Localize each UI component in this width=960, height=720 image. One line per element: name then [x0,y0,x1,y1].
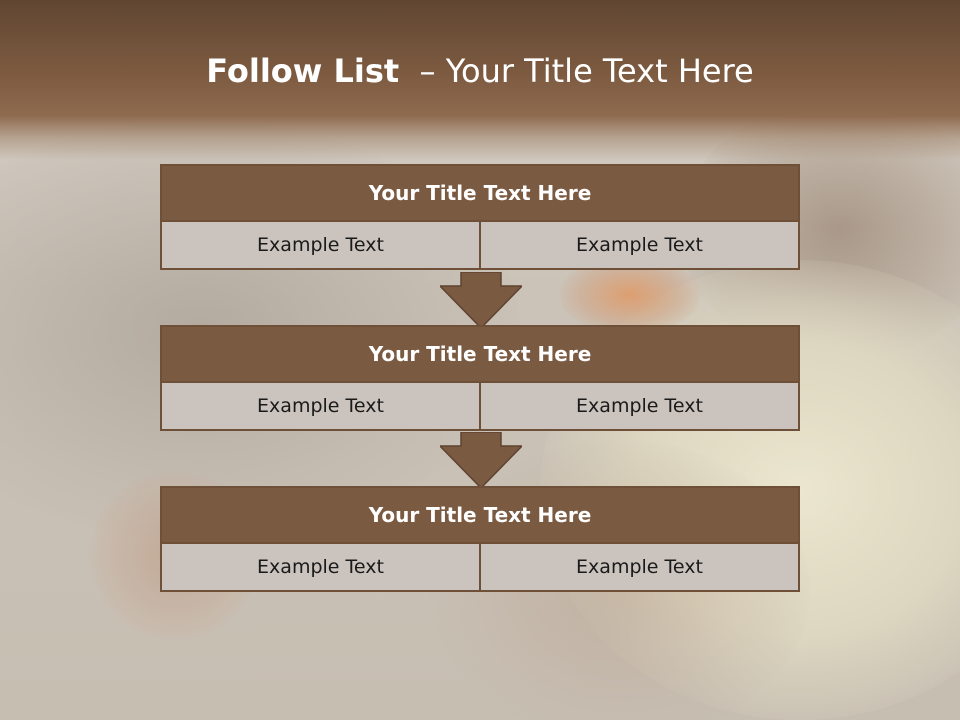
step-title: Your Title Text Here [162,327,798,383]
down-arrow-icon [440,272,522,328]
step-cell-right: Example Text [479,383,798,429]
step-cell-right: Example Text [479,544,798,590]
step-title: Your Title Text Here [162,488,798,544]
header-band [0,0,960,160]
step-title: Your Title Text Here [162,166,798,222]
step-cell-left: Example Text [162,222,479,268]
step-cell-left: Example Text [162,383,479,429]
step-block-1: Your Title Text Here Example Text Exampl… [160,164,800,270]
slide-title-bold: Follow List [206,52,400,90]
step-block-3: Your Title Text Here Example Text Exampl… [160,486,800,592]
down-arrow-icon [440,432,522,488]
step-block-2: Your Title Text Here Example Text Exampl… [160,325,800,431]
step-cell-right: Example Text [479,222,798,268]
slide-title-rest: – Your Title Text Here [399,52,754,90]
step-cell-left: Example Text [162,544,479,590]
slide-title: Follow List – Your Title Text Here [0,52,960,90]
